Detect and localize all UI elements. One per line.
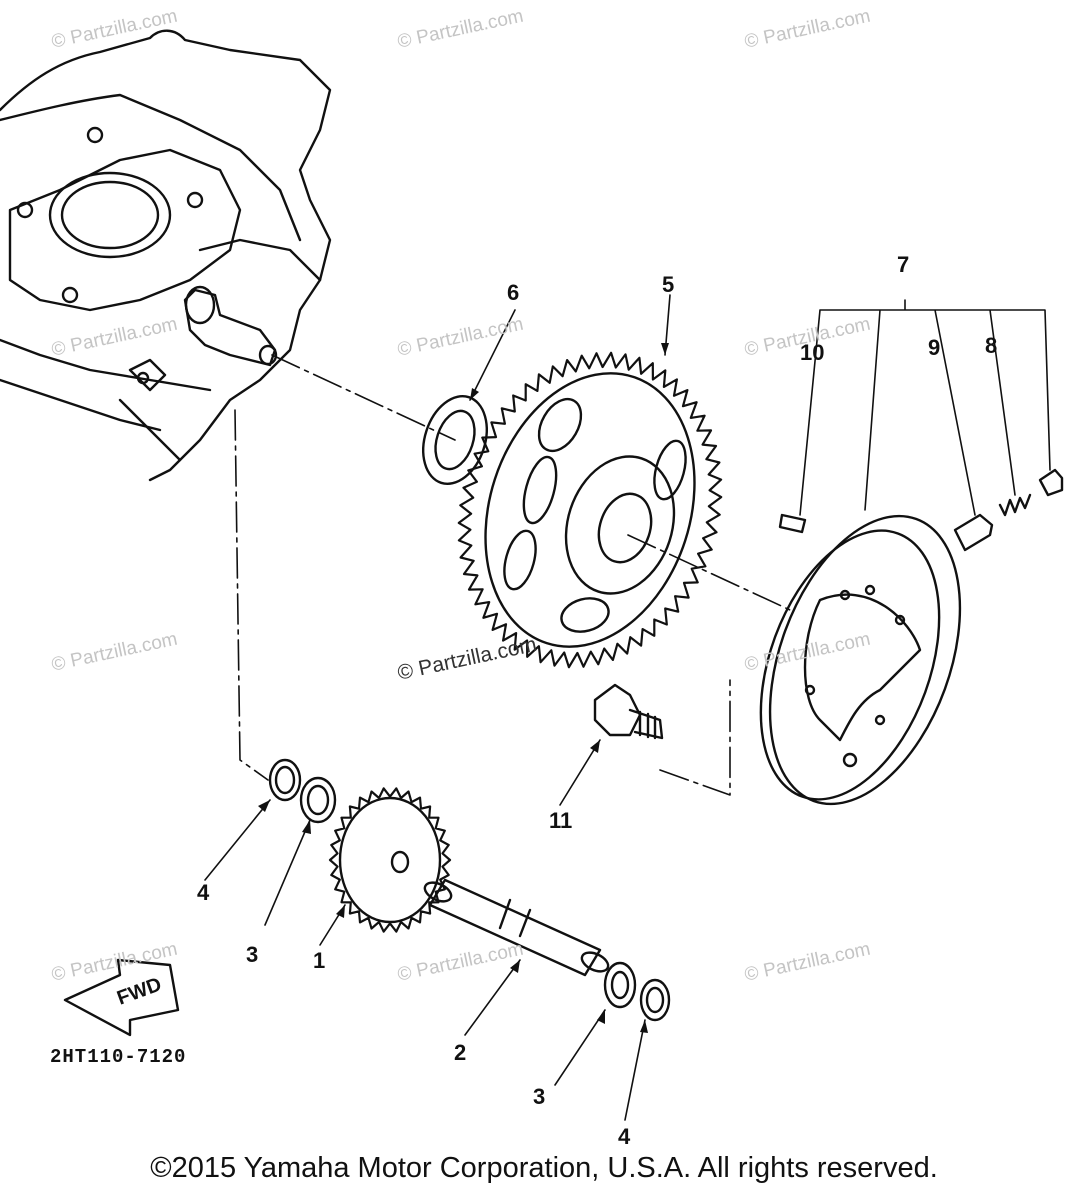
spring-8 [998,493,1032,517]
engine-block [0,29,332,482]
callout-9: 9 [928,335,941,360]
washer-4-lower [639,978,671,1022]
callout-4-lower: 4 [618,1124,631,1149]
callout-8: 8 [985,333,998,358]
callout-4-upper: 4 [197,880,210,905]
roller-10 [778,513,807,534]
cap-extra [1038,468,1064,497]
callout-1: 1 [313,948,326,973]
starter-driven-gear-5 [457,351,723,669]
callout-5: 5 [662,272,675,297]
leader-arrows [258,343,669,1033]
washer-4-upper [268,758,302,802]
starter-clutch-7 [759,514,962,806]
centerline-crank [271,354,456,441]
fwd-label: FWD [114,973,164,1009]
leader-vertical [234,409,269,781]
centerline-gear [627,534,791,611]
callout-2: 2 [454,1040,467,1065]
idle-gear-1 [328,787,452,933]
callout-6: 6 [507,280,520,305]
washer-3-upper [299,776,337,824]
washer-3-lower [603,961,637,1009]
callout-7: 7 [897,252,910,277]
callout-11: 11 [549,808,573,833]
bolt-11 [593,683,664,740]
leader-lines [204,294,1051,1121]
idle-shaft-2 [423,878,610,977]
plunger-9 [953,513,994,552]
callout-3-upper: 3 [246,942,259,967]
washer-6 [422,395,488,485]
copyright-notice: ©2015 Yamaha Motor Corporation, U.S.A. A… [150,1152,938,1184]
callout-3-lower: 3 [533,1084,546,1109]
diagram-code: 2HT110-7120 [50,1046,187,1068]
leader-bolt [659,679,731,796]
callout-10: 10 [800,340,825,365]
